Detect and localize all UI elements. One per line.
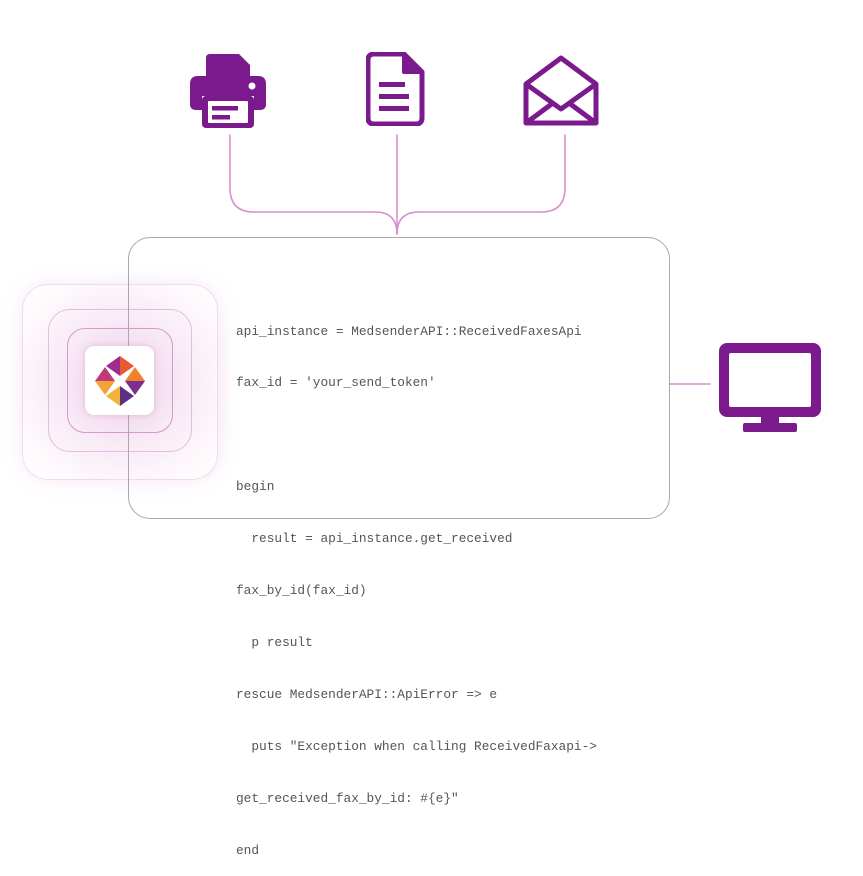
code-line — [236, 426, 597, 443]
medsender-logo-icon — [94, 355, 145, 406]
logo-glow-ring-2 — [48, 309, 192, 452]
document-icon — [366, 52, 425, 126]
code-line: rescue MedsenderAPI::ApiError => e — [236, 686, 498, 702]
envelope-icon — [523, 55, 599, 126]
connector-envelope — [396, 134, 566, 235]
monitor-icon — [719, 343, 821, 432]
printer-icon — [190, 54, 266, 128]
code-line: begin — [236, 479, 275, 495]
code-line: puts "Exception when calling ReceivedFax… — [236, 738, 597, 754]
code-line: result = api_instance.get_received — [236, 531, 513, 547]
code-line: end — [236, 842, 260, 858]
code-line: p result — [236, 634, 313, 650]
code-line: get_received_fax_by_id: #{e}" — [236, 790, 459, 806]
medsender-logo — [85, 346, 154, 415]
connector-lines — [229, 134, 711, 385]
logo-glow-ring-3 — [67, 328, 173, 433]
code-line: fax_by_id(fax_id) — [236, 583, 367, 599]
code-snippet: api_instance = MedsenderAPI::ReceivedFax… — [236, 288, 597, 876]
code-line: fax_id = 'your_send_token' — [236, 375, 436, 391]
code-line: api_instance = MedsenderAPI::ReceivedFax… — [236, 323, 582, 339]
connector-printer — [229, 134, 398, 235]
